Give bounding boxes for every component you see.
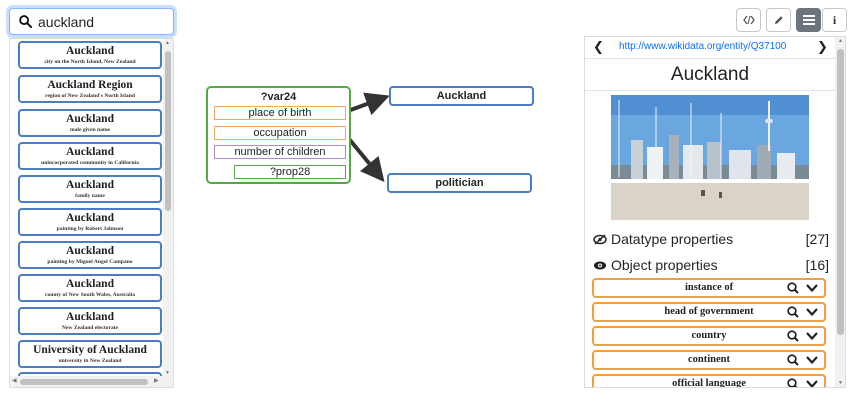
entity-node-auckland[interactable]: Auckland [389,86,534,106]
object-property-label: continent [688,354,730,365]
result-item[interactable]: Auckland family name [18,175,162,203]
result-item[interactable]: University of Auckland university in New… [18,340,162,368]
result-description: region of New Zealand's North Island [45,93,135,99]
object-properties-label: Object properties [611,257,718,273]
result-item[interactable]: Auckland painting by Miguel Angel Campan… [18,241,162,269]
object-property-label: official language [672,378,746,388]
search-field[interactable] [9,8,174,35]
result-title: Auckland [66,45,114,57]
chevron-down-icon [806,284,818,293]
scroll-up-arrow-icon[interactable]: ▲ [165,40,170,46]
eye-slash-icon [593,234,607,245]
object-property-item[interactable]: country [592,326,826,346]
code-view-button[interactable] [736,8,761,32]
entity-node-politician[interactable]: politician [387,173,532,193]
object-properties-count: [16] [805,257,829,273]
datatype-properties-header[interactable]: Datatype properties [27] [593,231,829,249]
search-icon [787,306,799,318]
result-title: University of Auckland [33,344,147,356]
search-input[interactable] [38,13,158,30]
property-number-of-children[interactable]: number of children [214,145,346,159]
chevron-down-icon [806,332,818,341]
info-icon: i [832,12,837,27]
title-divider [585,90,835,91]
result-description: university in New Zealand [58,358,122,364]
scroll-left-arrow-icon[interactable]: ◀ [12,378,17,384]
result-title: Auckland [66,212,114,224]
chevron-down-icon [806,380,818,387]
entity-title: Auckland [670,64,750,85]
property-occupation[interactable]: occupation [214,126,346,140]
result-description: painting by Robert Johnson [56,226,124,232]
scroll-up-arrow-icon[interactable]: ▲ [838,38,843,44]
object-property-item[interactable]: instance of [592,278,826,298]
scroll-down-arrow-icon[interactable]: ▼ [165,370,170,376]
variable-name: ?var24 [260,91,297,103]
info-button[interactable]: i [822,8,847,32]
object-properties-header[interactable]: Object properties [16] [593,257,829,275]
result-item[interactable]: Auckland city on the North Island, New Z… [18,41,162,69]
object-property-label: instance of [684,282,734,293]
result-title: Auckland Region [47,79,133,91]
result-description: New Zealand electorate [61,325,119,331]
result-item[interactable]: Auckland painting by Robert Johnson [18,208,162,236]
scrollbar-thumb[interactable] [837,49,844,335]
result-item[interactable]: Auckland unincorporated community in Cal… [18,142,162,170]
edge-arrow [344,92,390,116]
result-title: Auckland [66,113,114,125]
scrollbar-thumb[interactable] [20,379,148,385]
result-title: Auckland [66,179,114,191]
result-title: Auckland [66,146,114,158]
search-results-list[interactable]: Auckland city on the North Island, New Z… [9,38,174,388]
vertical-scrollbar[interactable]: ▲ ▼ [163,39,173,377]
datatype-properties-label: Datatype properties [611,231,734,247]
panel-scrollbar[interactable]: ▲ ▼ [835,37,845,387]
result-description: family name [75,193,105,199]
result-item[interactable]: Auckland county of New South Wales, Aust… [18,274,162,302]
search-icon [787,378,798,387]
eye-icon [594,261,606,270]
result-title: Auckland [66,245,114,257]
list-view-button[interactable] [796,8,821,32]
sub-property-variable[interactable]: ?prop28 [234,165,346,179]
search-icon [787,330,799,342]
entity-panel: ❮ http://www.wikidata.org/entity/Q37100 … [584,36,846,388]
result-item[interactable]: Auckland New Zealand electorate [18,307,162,335]
search-icon [19,15,32,28]
result-description: city on the North Island, New Zealand [44,59,136,65]
result-title: Auckland [66,278,114,290]
chevron-left-icon[interactable]: ❮ [593,39,604,54]
object-property-item[interactable]: head of government [592,302,826,322]
object-property-item[interactable]: official language [592,374,826,388]
variable-node[interactable]: ?var24 place of birth occupation number … [206,86,351,184]
result-title: Auckland [66,311,114,323]
search-icon [787,354,799,366]
chevron-right-icon[interactable]: ❯ [817,39,828,54]
property-place-of-birth[interactable]: place of birth [214,106,346,120]
entity-image [611,95,809,220]
object-property-item[interactable]: continent [592,350,826,370]
result-item[interactable]: Auckland Region region of New Zealand's … [18,75,162,103]
chevron-down-icon [806,308,818,317]
result-item[interactable]: Auckland male given name [18,109,162,137]
edit-button[interactable] [766,8,791,32]
result-description: county of New South Wales, Australia [44,292,136,298]
code-icon [742,15,755,25]
result-description: painting by Miguel Angel Campano [47,259,133,265]
object-property-label: country [691,330,727,341]
horizontal-scrollbar[interactable]: ◀ ▶ [10,376,173,387]
object-property-label: head of government [664,306,754,317]
scrollbar-thumb[interactable] [165,51,171,211]
entity-url-link[interactable]: http://www.wikidata.org/entity/Q37100 [619,41,787,52]
search-icon [787,282,799,294]
scroll-down-arrow-icon[interactable]: ▼ [838,380,843,386]
chevron-down-icon [806,356,818,365]
pencil-icon [775,15,783,24]
entity-navigation: ❮ http://www.wikidata.org/entity/Q37100 … [585,37,835,59]
datatype-properties-count: [27] [805,231,829,247]
result-description: male given name [69,127,111,133]
list-icon [802,15,815,25]
result-description: unincorporated community in California [41,160,139,166]
scroll-right-arrow-icon[interactable]: ▶ [154,378,159,384]
